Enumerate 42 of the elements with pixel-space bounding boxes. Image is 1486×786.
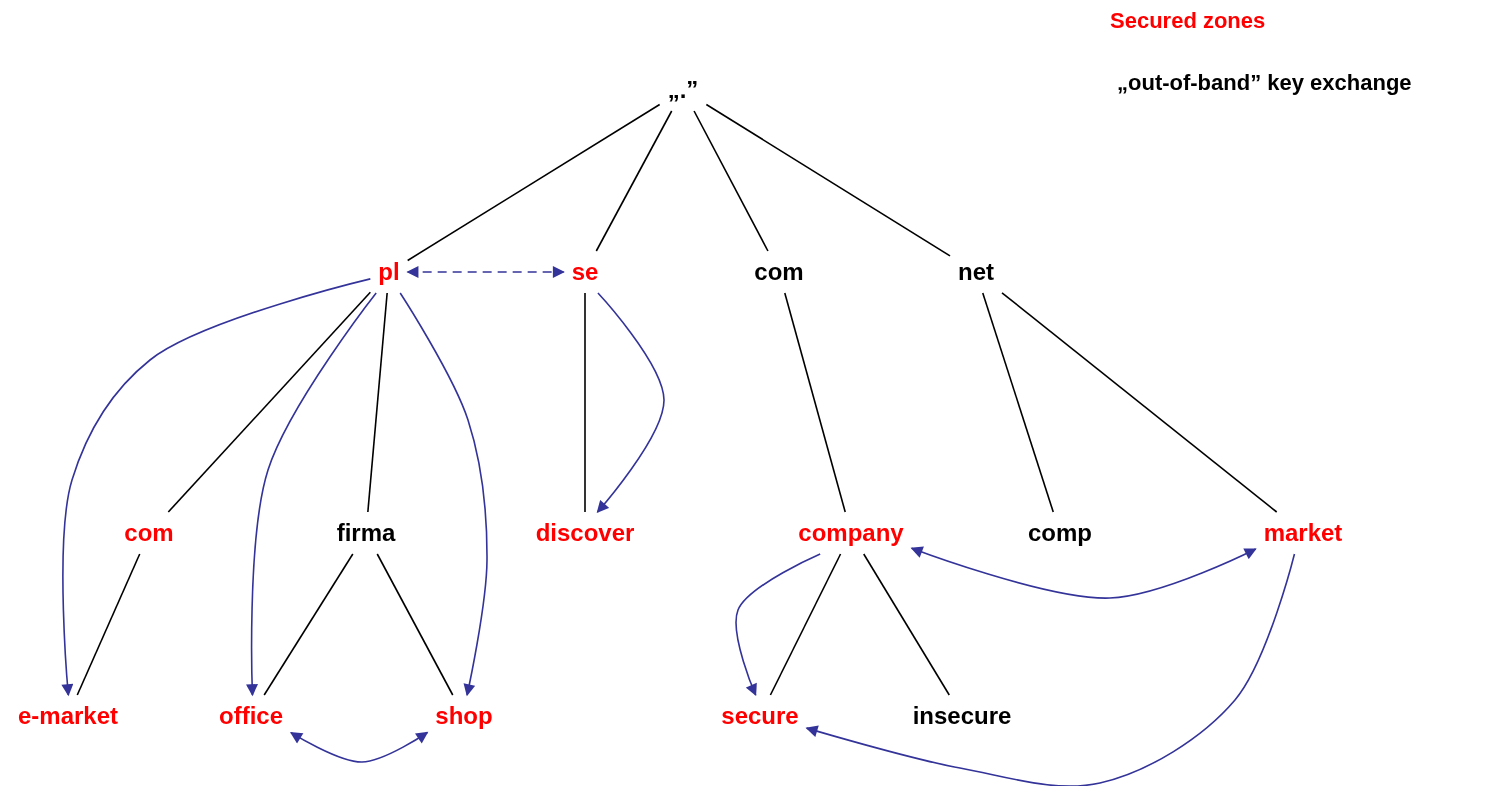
tree-line — [595, 110, 673, 252]
tree-line — [584, 292, 586, 513]
domain-label: „.” — [665, 75, 701, 105]
domain-label: com — [752, 257, 806, 287]
domain-label: company — [796, 518, 906, 548]
tree-line — [376, 553, 454, 696]
note-text: „out-of-band” key exchange — [1117, 70, 1412, 96]
tree-line — [406, 103, 661, 262]
domain-label: net — [956, 257, 996, 287]
tree-line — [981, 292, 1055, 513]
domain-label: shop — [433, 701, 495, 731]
domain-label: comp — [1026, 518, 1094, 548]
arrow — [61, 278, 372, 697]
domain-label: office — [217, 701, 285, 731]
note-text: Secured zones — [1110, 8, 1266, 34]
domain-label: se — [569, 257, 601, 287]
domain-label: discover — [533, 518, 637, 548]
tree-line — [693, 110, 769, 252]
domain-label: insecure — [910, 701, 1014, 731]
tree-line — [167, 291, 372, 513]
tree-line — [367, 292, 388, 513]
arrow — [399, 292, 488, 697]
tree-line — [862, 553, 951, 696]
domain-label: pl — [376, 257, 402, 287]
domain-label: com — [122, 518, 176, 548]
arrow — [805, 553, 1296, 786]
domain-label: market — [1261, 518, 1345, 548]
tree-line — [784, 292, 846, 513]
domain-label: e-market — [15, 701, 121, 731]
arrow — [596, 292, 665, 513]
arrow — [246, 292, 377, 697]
domain-label: secure — [719, 701, 801, 731]
tree-line — [1001, 291, 1278, 513]
tree-line — [76, 553, 141, 696]
arrow — [910, 546, 1257, 599]
arrow — [290, 731, 429, 763]
domain-label: firma — [334, 518, 398, 548]
tree-line — [705, 103, 951, 257]
tree-line — [263, 553, 354, 696]
tree-line — [769, 553, 842, 696]
arrow — [406, 266, 565, 278]
arrow — [735, 553, 821, 697]
